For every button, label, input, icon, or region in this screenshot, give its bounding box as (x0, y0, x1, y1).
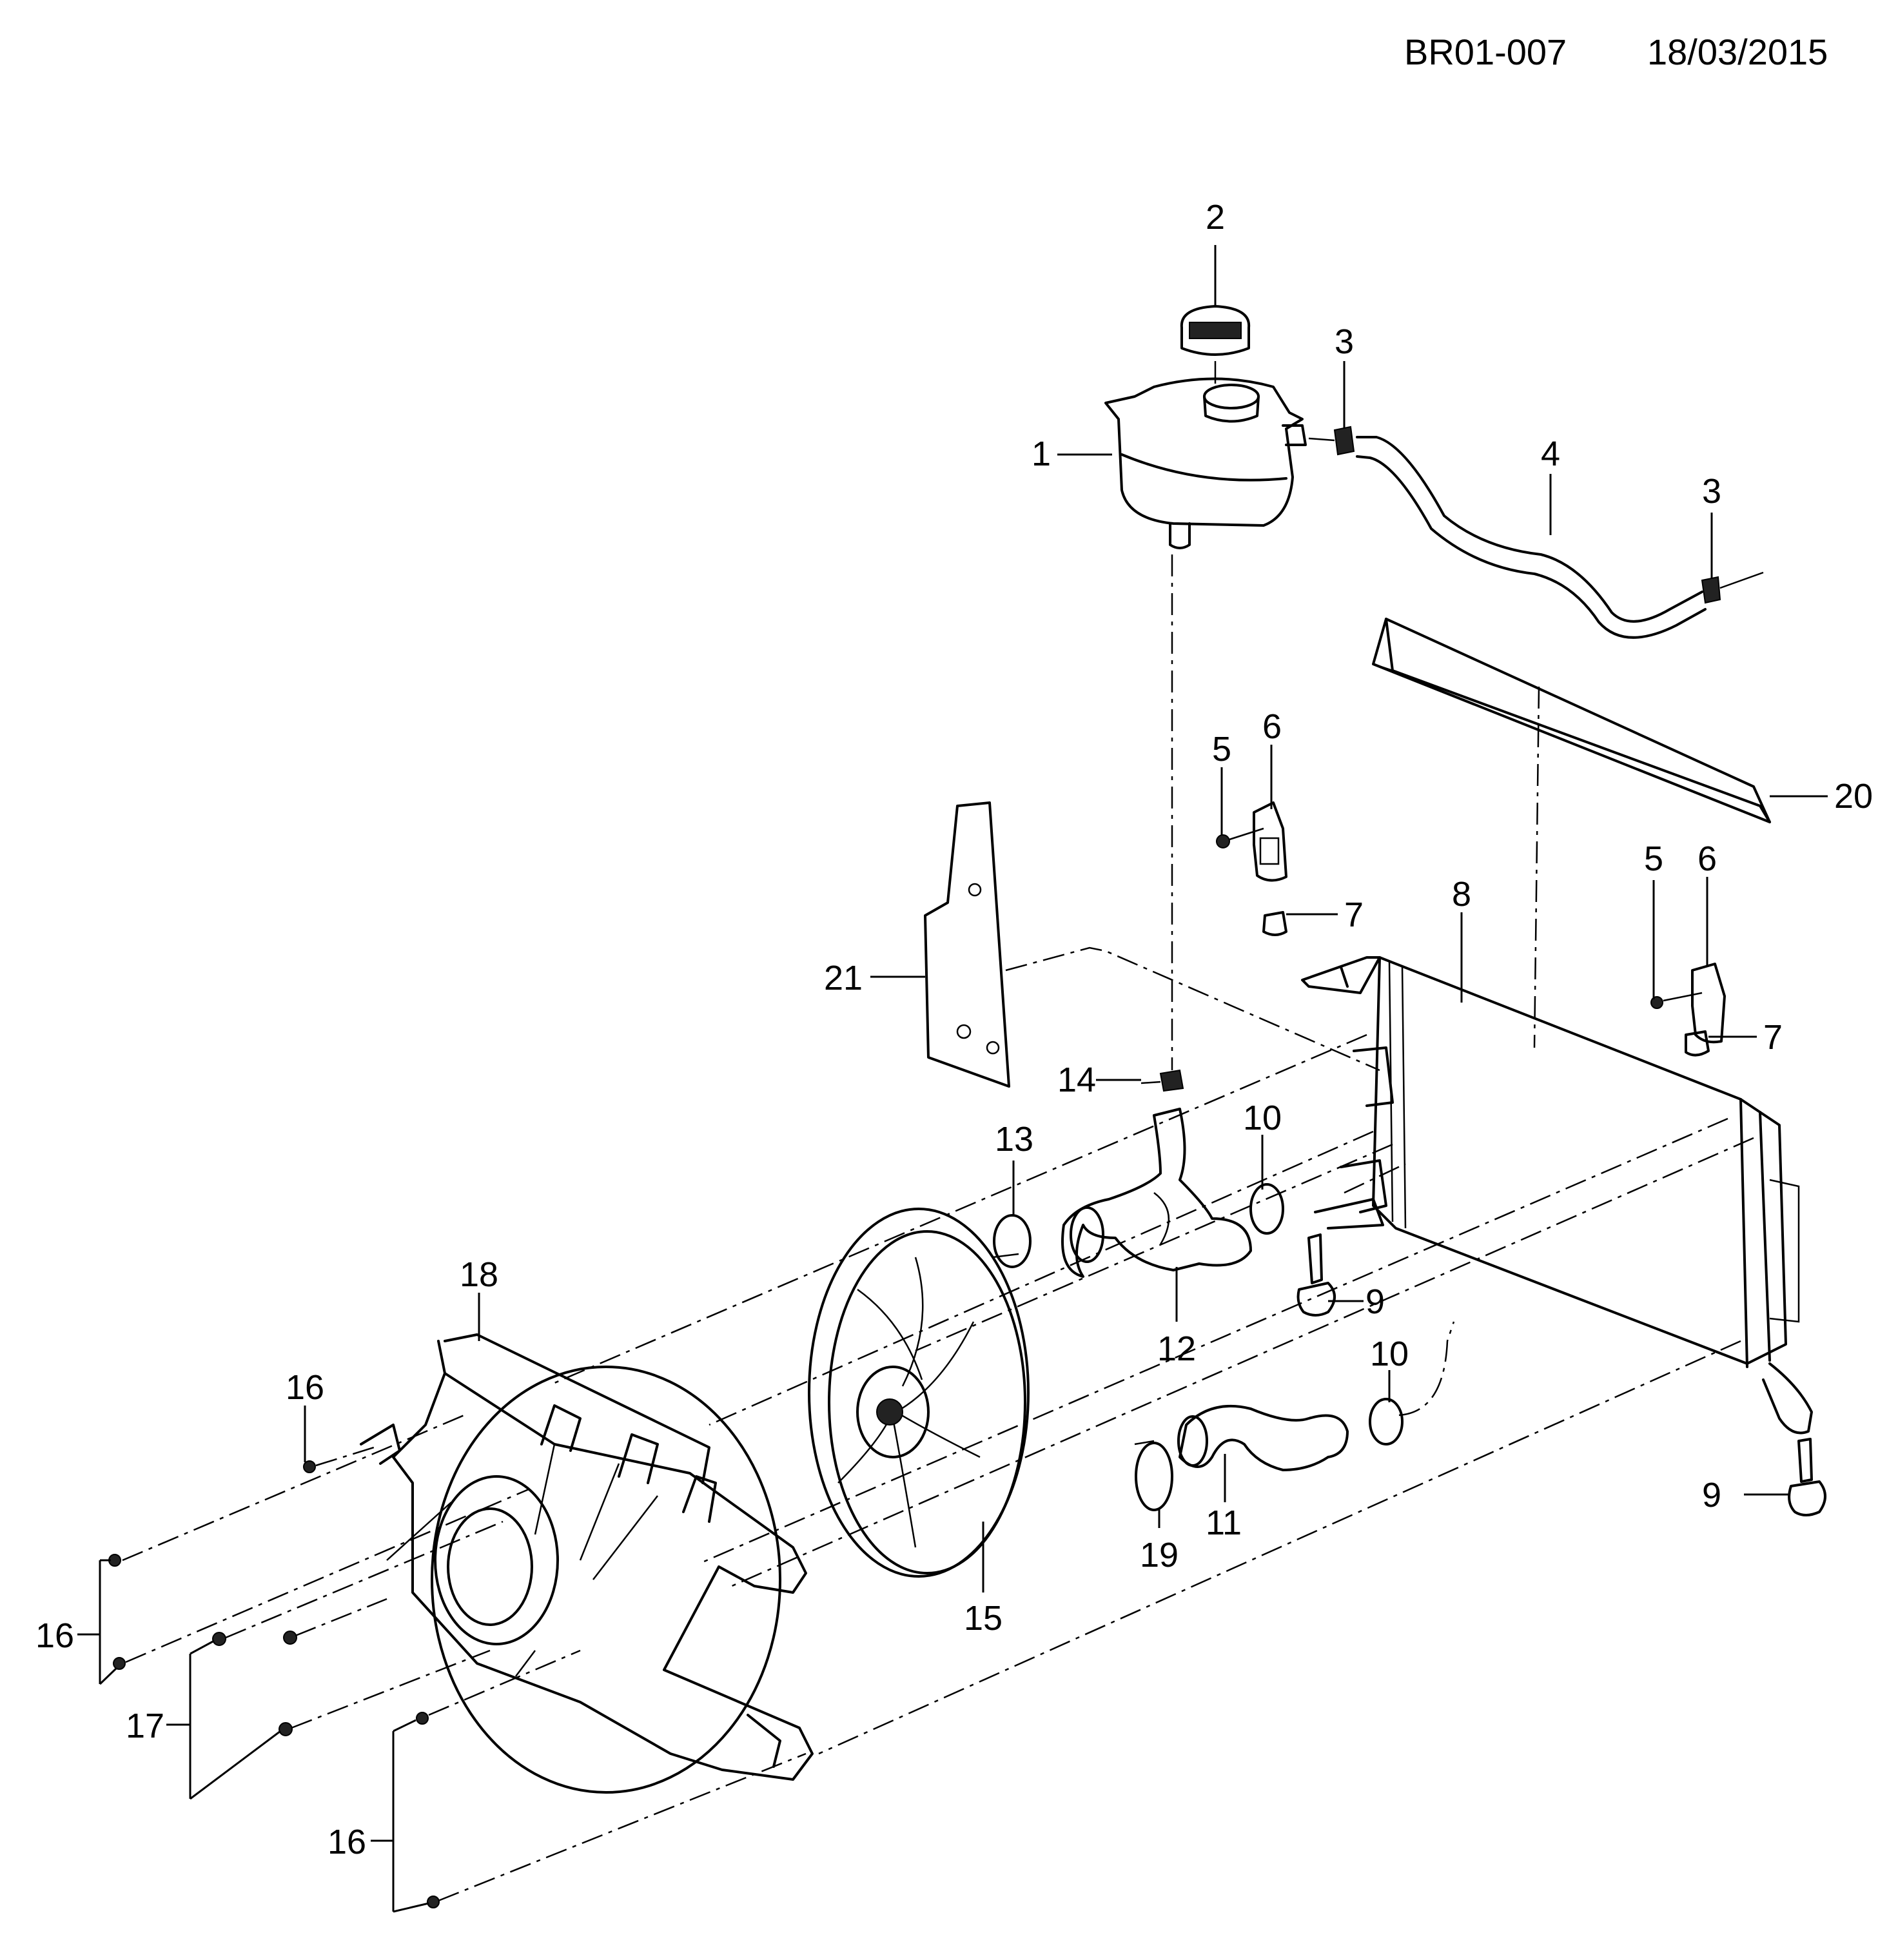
callout-7-left: 7 (1344, 896, 1364, 934)
callout-20: 20 (1834, 777, 1873, 816)
air-seal-strip (1372, 618, 1771, 823)
bolt-16-d (427, 1896, 440, 1908)
nut-17-a (212, 1632, 226, 1646)
callout-13: 13 (995, 1120, 1033, 1159)
hose-clamp-19 (1134, 1440, 1173, 1511)
nut-17-c (279, 1722, 293, 1736)
callout-labels: 1 2 3 3 4 5 5 6 6 7 7 8 9 9 10 10 11 12 … (35, 198, 1873, 1861)
hose-clip-lower (1701, 571, 1764, 604)
callout-5-left: 5 (1212, 730, 1231, 769)
bolt-right (1650, 992, 1703, 1009)
diagram-date: 18/03/2015 (1647, 32, 1828, 72)
callout-10-lower: 10 (1370, 1335, 1409, 1373)
vent-hose-clamp (1140, 1069, 1184, 1092)
leader-lines (77, 245, 1828, 1913)
callout-3-upper: 3 (1335, 322, 1354, 361)
lower-radiator-hose (1177, 1404, 1349, 1471)
bolt-16-c (416, 1712, 429, 1725)
callout-10-upper: 10 (1243, 1099, 1282, 1137)
upper-bracket-left (1253, 801, 1287, 882)
callout-2: 2 (1206, 198, 1225, 237)
callout-9-right: 9 (1702, 1476, 1721, 1514)
bolt-left (1216, 827, 1264, 848)
callout-1: 1 (1032, 435, 1051, 473)
callout-9-left: 9 (1365, 1282, 1385, 1321)
hose-clip-upper (1308, 426, 1355, 456)
grommet-upper-left (1262, 911, 1287, 936)
callout-16-top: 16 (286, 1368, 324, 1407)
upper-radiator-hose (1061, 1108, 1252, 1278)
callout-17: 17 (126, 1707, 164, 1745)
diagram-code: BR01-007 (1404, 32, 1567, 72)
cooling-fan (808, 1208, 1030, 1578)
callout-18: 18 (460, 1255, 498, 1294)
overflow-hose (1356, 436, 1707, 639)
callout-21: 21 (824, 959, 863, 997)
callout-15: 15 (964, 1599, 1003, 1638)
assembly-lines (122, 554, 1754, 1902)
callout-19: 19 (1140, 1536, 1179, 1574)
deflector-panel (924, 801, 1010, 1088)
upper-bracket-right (1691, 963, 1726, 1044)
radiator (1301, 956, 1813, 1435)
bolt-16-b (113, 1657, 126, 1670)
callout-6-left: 6 (1262, 707, 1282, 746)
lower-grommet-right (1788, 1438, 1826, 1516)
callout-16-left: 16 (35, 1616, 74, 1655)
pressure-cap (1180, 305, 1251, 384)
callout-7-right: 7 (1763, 1018, 1783, 1057)
hose-clamp-10-lower (1369, 1398, 1404, 1446)
fan-shroud (360, 1333, 814, 1794)
callout-11: 11 (1206, 1504, 1242, 1542)
lower-grommet-left (1296, 1233, 1336, 1317)
callout-16-bottom: 16 (328, 1823, 366, 1861)
expansion-tank (1104, 377, 1307, 549)
callout-14: 14 (1057, 1061, 1096, 1099)
callout-3-lower: 3 (1702, 472, 1721, 511)
callout-6-right: 6 (1697, 839, 1717, 878)
callout-5-right: 5 (1644, 839, 1663, 878)
bolt-16-upper (303, 1460, 316, 1473)
callout-8: 8 (1452, 875, 1471, 914)
hose-clamp-13 (992, 1214, 1032, 1268)
callout-4: 4 (1541, 435, 1560, 473)
callout-12: 12 (1157, 1329, 1196, 1368)
grommet-upper-right (1685, 1030, 1710, 1057)
hose-clamp-10-upper (1249, 1183, 1284, 1235)
nut-17-b (283, 1631, 297, 1645)
